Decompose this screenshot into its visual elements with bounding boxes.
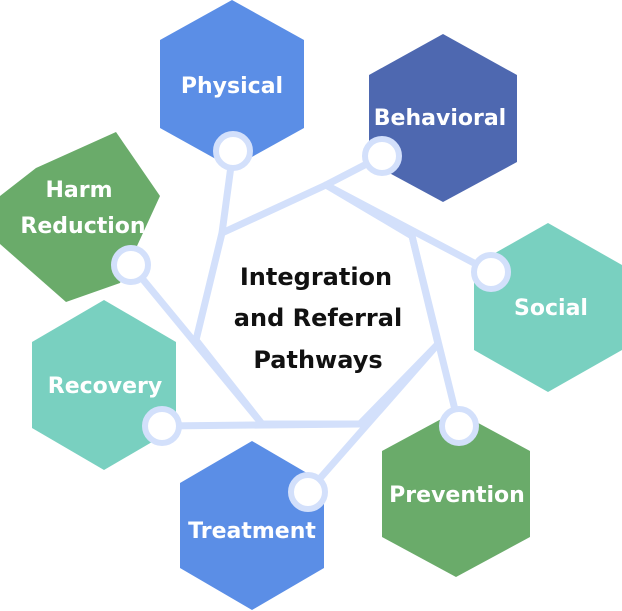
label-behavioral: Behavioral — [374, 106, 506, 131]
center-title-line1: Integration — [240, 263, 392, 291]
dot-treatment — [288, 472, 328, 512]
label-social: Social — [514, 296, 588, 321]
hex-recovery — [32, 300, 176, 470]
dot-behavioral — [362, 136, 402, 176]
label-prevention: Prevention — [389, 483, 525, 508]
connector-social — [322, 181, 495, 276]
hex-prevention — [382, 411, 530, 577]
label-harm-reduction-line1: Harm — [45, 178, 112, 203]
hexagon-labels: Physical Behavioral Social Prevention Tr… — [20, 74, 588, 544]
dot-harm-reduction — [111, 245, 151, 285]
label-physical: Physical — [181, 74, 283, 99]
dot-physical — [213, 131, 253, 171]
connector-prevention — [408, 232, 463, 430]
label-treatment: Treatment — [188, 519, 316, 544]
connector-harm-reduction — [127, 261, 266, 428]
center-title-line2: and Referral — [234, 304, 402, 332]
dot-prevention — [439, 406, 479, 446]
dot-social — [471, 252, 511, 292]
label-harm-reduction-line2: Reduction — [20, 214, 145, 239]
dot-recovery — [142, 406, 182, 446]
center-title: Integration and Referral Pathways — [234, 263, 402, 374]
connection-dots — [111, 131, 511, 512]
connector-treatment — [304, 340, 442, 496]
hex-social — [474, 223, 622, 392]
hex-physical — [160, 0, 304, 168]
center-title-line3: Pathways — [253, 346, 382, 374]
hex-treatment — [180, 441, 324, 610]
label-recovery: Recovery — [48, 374, 162, 399]
hex-behavioral — [369, 34, 517, 202]
